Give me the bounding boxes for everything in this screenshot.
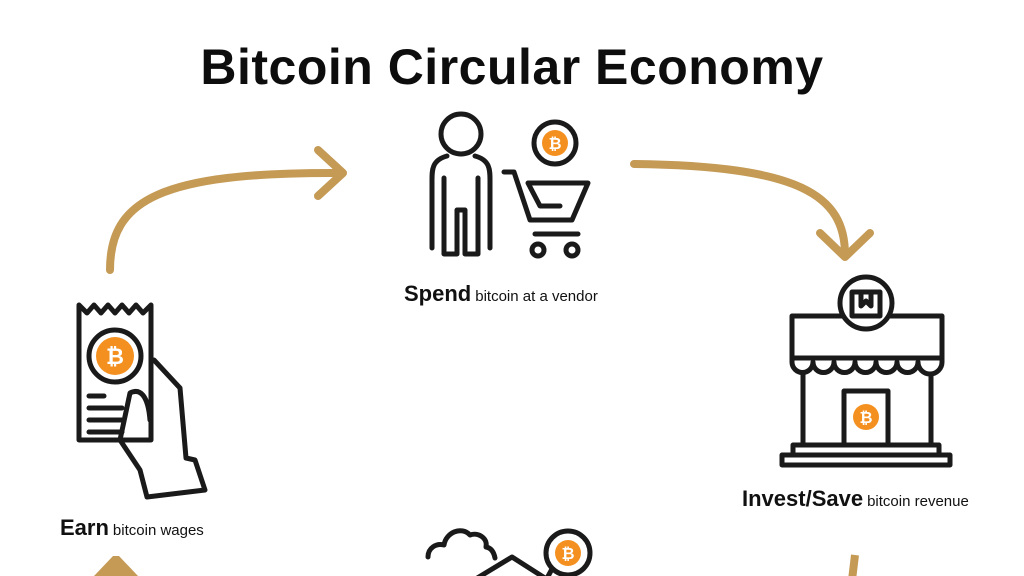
svg-text:₿: ₿ <box>859 408 872 427</box>
bitcoin-coin-icon: ₿ <box>555 540 581 566</box>
svg-text:₿: ₿ <box>106 345 124 370</box>
person-with-shopping-cart-icon <box>429 111 591 259</box>
stage-description: bitcoin revenue <box>867 493 969 510</box>
stage-description: bitcoin wages <box>112 522 204 539</box>
stage-verb: Invest/Save <box>742 486 864 511</box>
arrow-spend-to-invest <box>630 160 874 261</box>
svg-text:₿: ₿ <box>561 544 574 563</box>
arrow-earn-to-spend <box>106 146 347 274</box>
page-title: Bitcoin Circular Economy <box>200 39 824 95</box>
stage-verb: Earn <box>60 515 109 540</box>
arrow-bottom-to-earn <box>94 556 138 576</box>
stage-description: bitcoin at a vendor <box>475 288 598 305</box>
arrow-invest-to-bottom <box>848 554 859 576</box>
svg-text:₿: ₿ <box>548 134 561 153</box>
stage-verb: Spend <box>404 281 472 306</box>
hand-holding-receipt-icon <box>76 302 208 500</box>
bitcoin-coin-icon: ₿ <box>853 404 879 430</box>
storefront-icon <box>779 274 953 468</box>
bitcoin-coin-icon: ₿ <box>86 327 144 385</box>
bitcoin-coin-icon: ₿ <box>531 119 579 167</box>
